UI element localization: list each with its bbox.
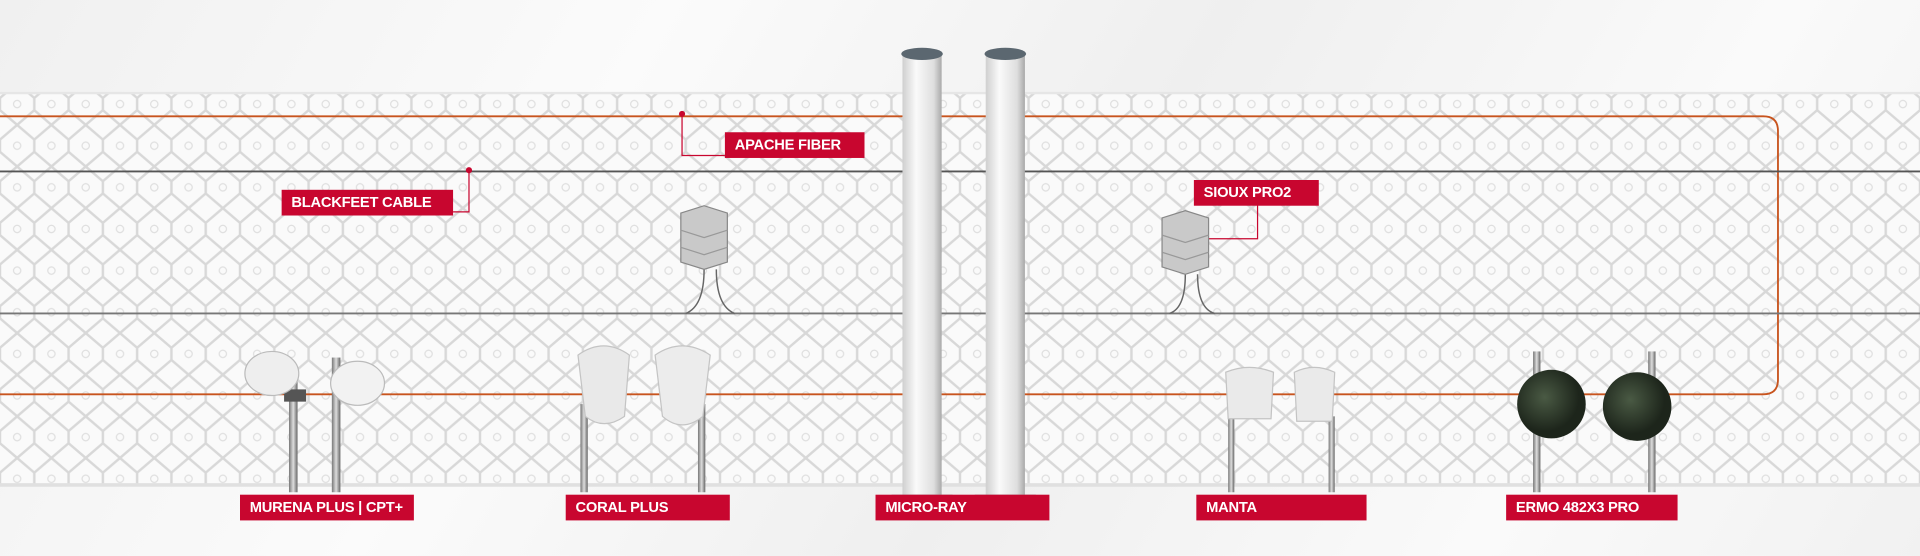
blackfeet-cable-label: BLACKFEET CABLE: [281, 189, 454, 216]
coral-plus-device: [577, 345, 711, 493]
murena-plus-device: [244, 350, 386, 493]
sioux-sensor-1: [680, 205, 736, 315]
murena-plus-label: MURENA PLUS | CPT+: [240, 494, 414, 521]
apache-fiber-label: APACHE FIBER: [724, 132, 865, 158]
micro-ray-device: [891, 47, 1036, 505]
manta-device: [1225, 366, 1336, 493]
apache-fiber-line: [0, 115, 1779, 396]
ermo-device: [1517, 351, 1672, 493]
sioux-sensor-2: [1161, 209, 1215, 315]
manta-label: MANTA: [1196, 494, 1367, 521]
coral-plus-label: CORAL PLUS: [565, 494, 730, 521]
sioux-pro2-label: SIOUX PRO2: [1193, 180, 1319, 206]
micro-ray-label: MICRO-RAY: [875, 494, 1050, 521]
ermo-label: ERMO 482X3 PRO: [1506, 494, 1678, 521]
